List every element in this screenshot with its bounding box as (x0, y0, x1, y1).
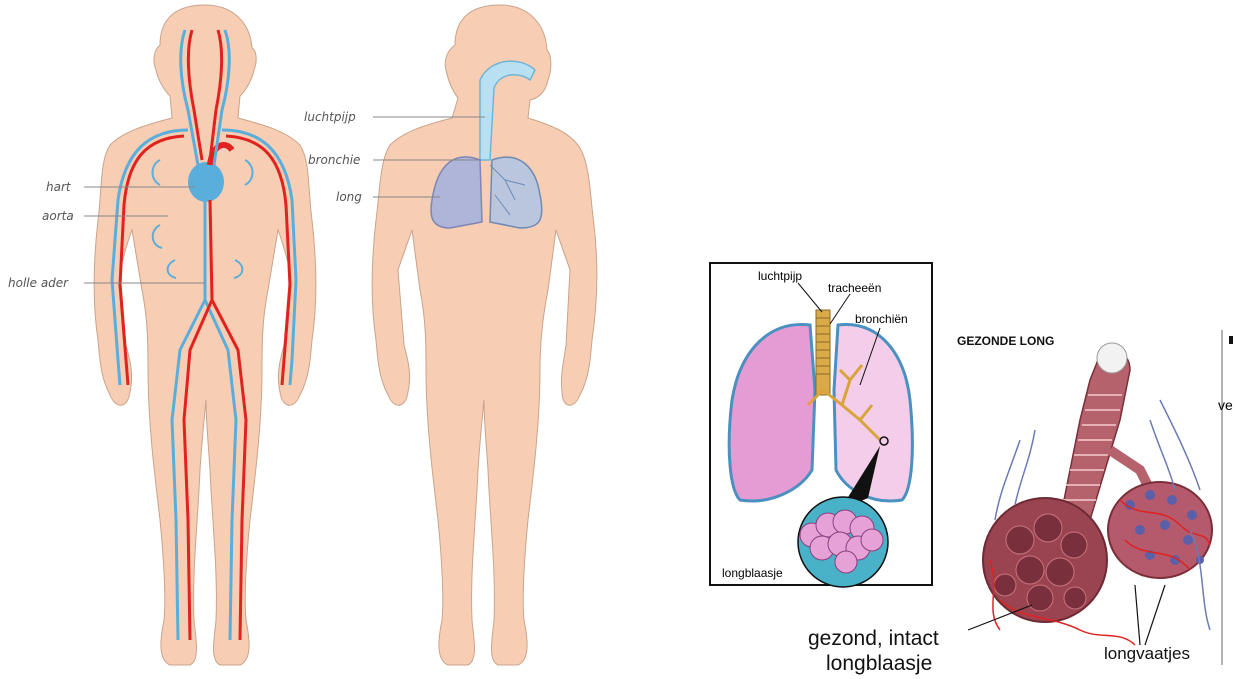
inset-label-trachea: luchtpijp (758, 269, 802, 283)
label-alveolus-line2: longblaasje (826, 652, 932, 675)
inset-label-bronchi: bronchiën (855, 312, 908, 326)
edge-marker (1229, 336, 1233, 344)
inset-label-alveolus: longblaasje (722, 566, 783, 580)
healthy-lung-title: GEZONDE LONG (957, 334, 1054, 348)
inset-trachea (816, 310, 830, 395)
label-vessels: longvaatjes (1104, 644, 1190, 663)
cut-off-text: ve (1218, 397, 1233, 413)
respiration-figure: luchtpijp bronchie long (304, 5, 597, 665)
bronchiole-tube (1060, 351, 1130, 520)
inset-label-tracheae: tracheeën (828, 281, 881, 295)
label-trachea: luchtpijp (304, 110, 356, 124)
lung-inset: luchtpijp tracheeën bronchiën longblaasj… (710, 263, 932, 587)
label-alveolus-line1: gezond, intact (808, 627, 939, 650)
circulation-figure: hart aorta holle ader (8, 5, 316, 665)
secondary-alveolar-sac (1108, 482, 1212, 578)
label-lung: long (336, 190, 362, 204)
bronchiole-opening (1097, 343, 1127, 373)
body-silhouette-left (94, 5, 316, 665)
label-aorta: aorta (42, 209, 74, 223)
label-vena-cava: holle ader (8, 276, 69, 290)
heart-shape (188, 162, 224, 202)
label-heart: hart (46, 180, 72, 194)
label-bronchus: bronchie (308, 153, 360, 167)
